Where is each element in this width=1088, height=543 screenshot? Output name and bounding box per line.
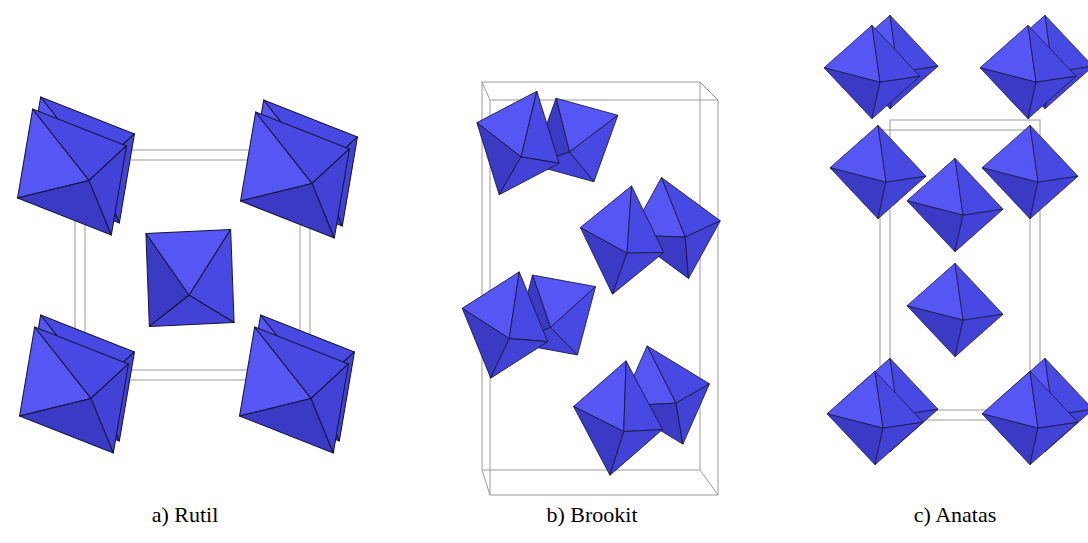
octahedron	[827, 371, 923, 465]
structure-label: c) Anatas	[914, 502, 996, 528]
octahedron	[0, 77, 162, 267]
octahedron	[0, 295, 164, 485]
octahedron	[570, 178, 674, 301]
unit-cell-edge	[700, 82, 718, 100]
octahedron	[824, 25, 920, 119]
octahedron	[980, 25, 1076, 119]
octahedron	[907, 158, 1003, 252]
octahedron	[447, 260, 564, 390]
rutile-structure	[0, 65, 393, 485]
octahedron	[982, 371, 1078, 465]
octahedron	[205, 80, 385, 270]
octahedron	[456, 76, 579, 211]
structure-label: b) Brookit	[546, 502, 637, 528]
octahedron	[907, 263, 1003, 357]
anatase-structure	[824, 15, 1088, 465]
structure-label: a) Rutil	[152, 502, 219, 528]
octahedron	[102, 189, 279, 366]
unit-cell-edge	[700, 470, 718, 495]
unit-cell-edge	[482, 82, 490, 100]
brookite-structure	[447, 76, 733, 495]
unit-cell-edge	[482, 470, 490, 495]
octahedron	[565, 354, 671, 481]
octahedron	[204, 295, 384, 485]
